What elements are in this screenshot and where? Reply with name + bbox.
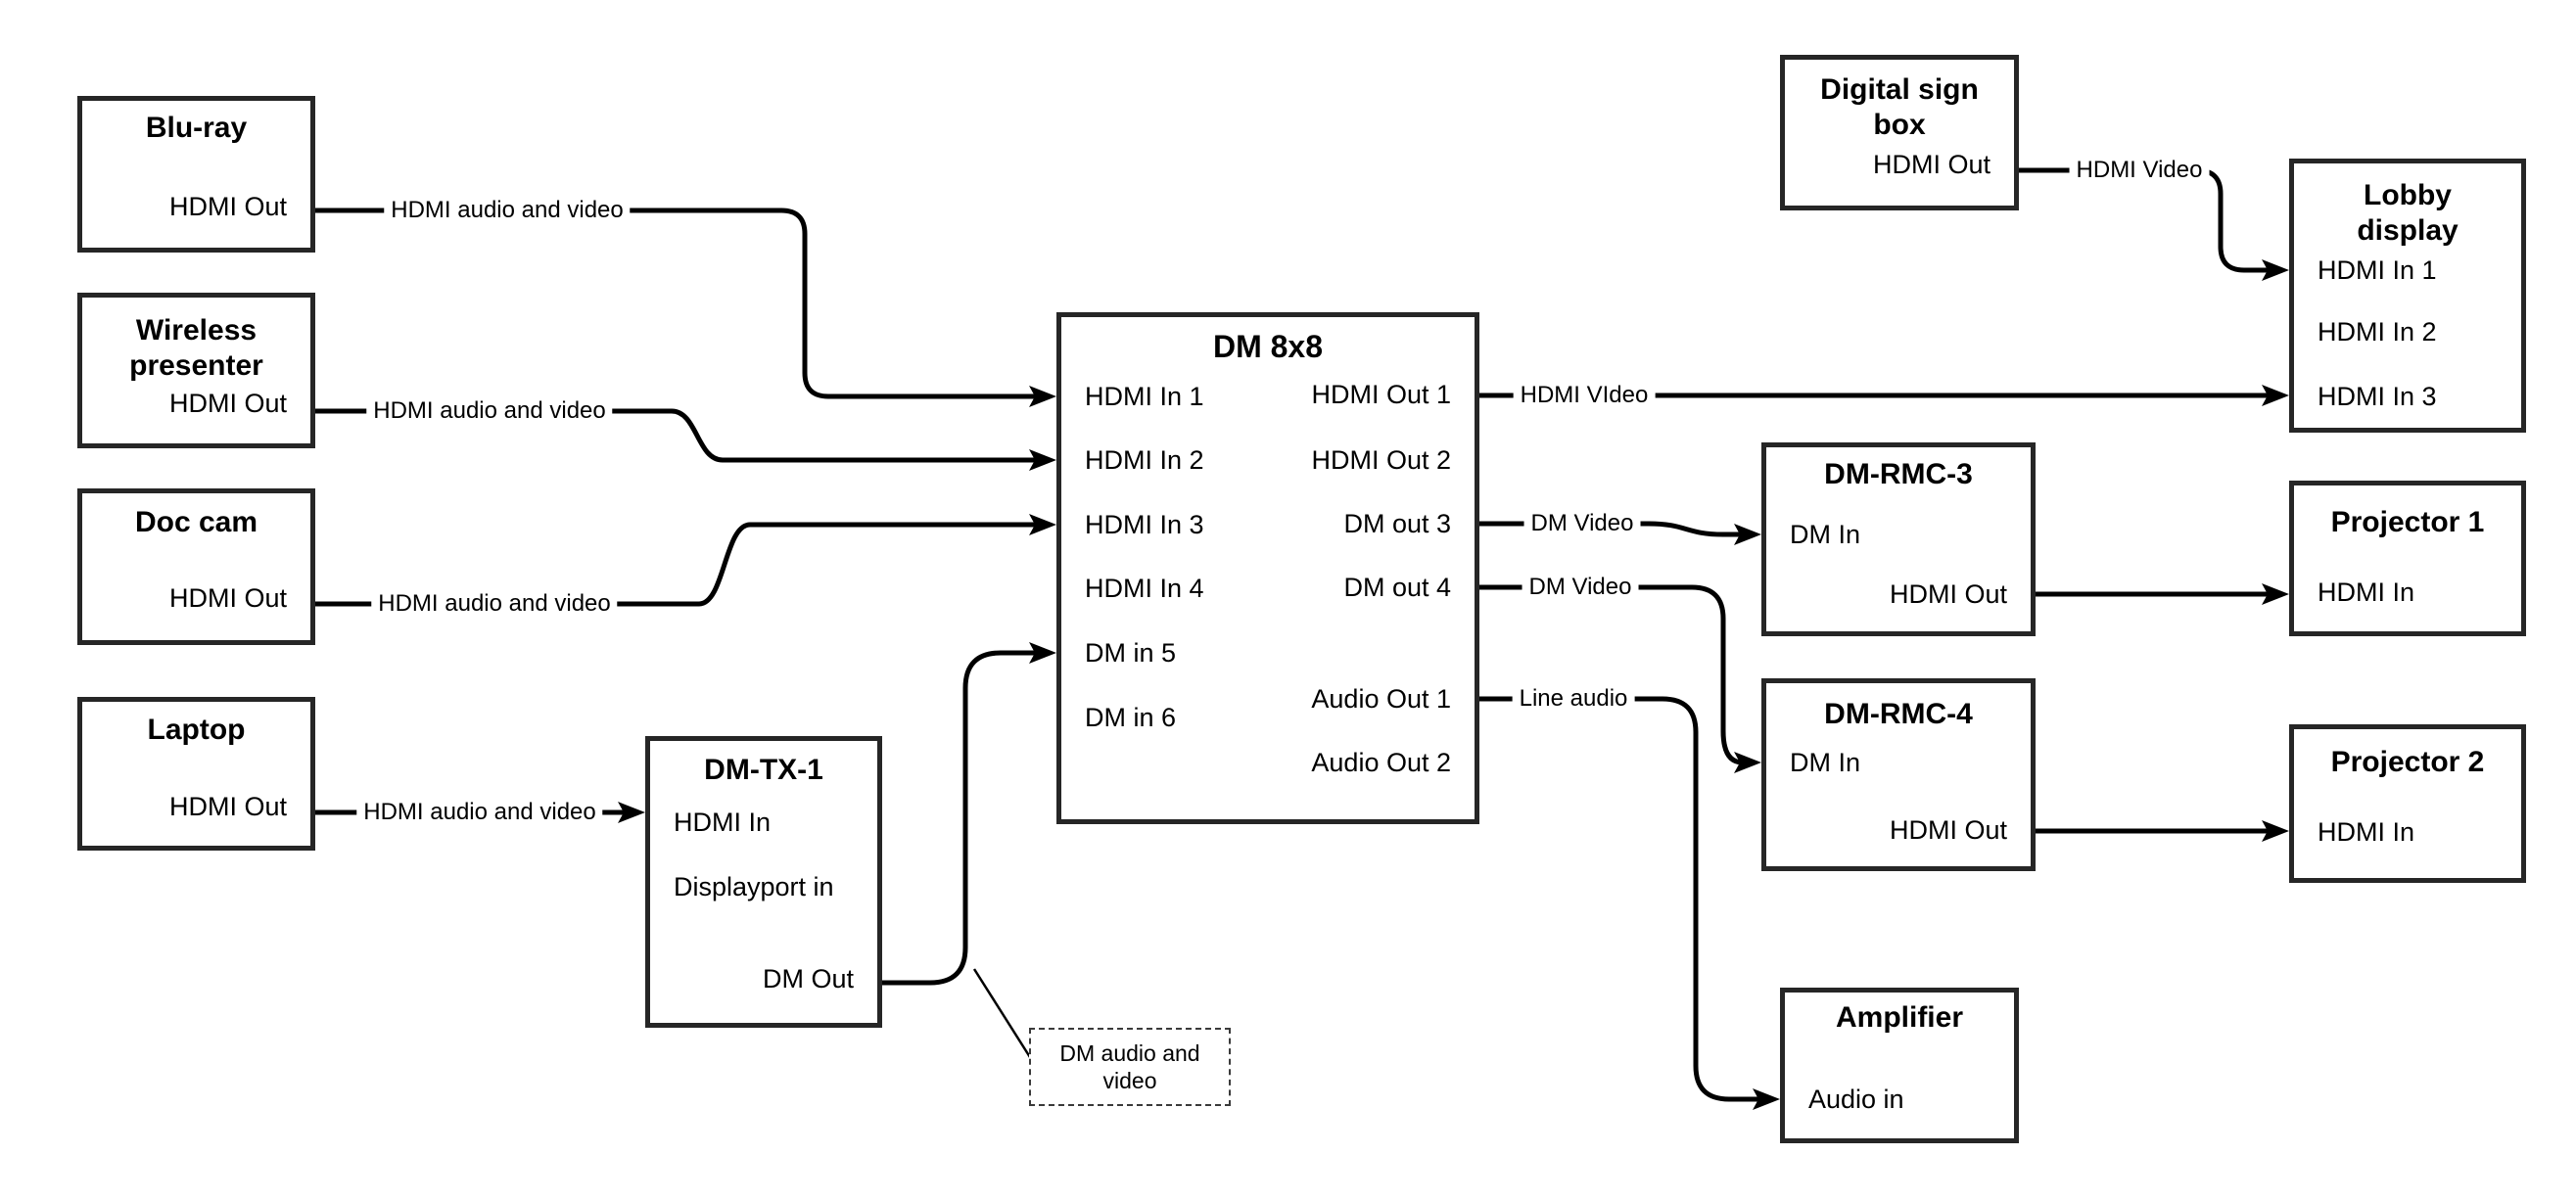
arrowhead — [2262, 820, 2289, 842]
arrowhead — [1753, 1088, 1780, 1110]
arrowhead — [1734, 524, 1761, 545]
port-hdmi-in: HDMI In — [674, 808, 772, 837]
port-hdmi-in-2: HDMI In 2 — [2318, 317, 2437, 346]
port-dm-in-5: DM in 5 — [1085, 638, 1177, 668]
node-title: DM-RMC-4 — [1824, 698, 1973, 730]
edge-label-dm-video-2: DM Video — [1522, 574, 1639, 601]
node-title: Digital sign box — [1820, 73, 1979, 141]
node-title: Amplifier — [1835, 1001, 1964, 1034]
port-dm-in: DM In — [1790, 520, 1861, 549]
node-title: DM 8x8 — [1212, 329, 1324, 364]
port-hdmi-in-1: HDMI In 1 — [2318, 255, 2437, 285]
port-dm-in: DM In — [1790, 748, 1861, 777]
node-dm-rmc-3: DM-RMC-3 DM In HDMI Out — [1761, 442, 2036, 636]
annotation-dm-audio-video: DM audio and video — [1029, 1028, 1231, 1106]
port-hdmi-in-3: HDMI In 3 — [1085, 510, 1204, 539]
arrowhead — [618, 802, 645, 823]
port-audio-out-2: Audio Out 2 — [1311, 748, 1451, 777]
arrowhead — [1029, 514, 1056, 535]
port-hdmi-out-1: HDMI Out 1 — [1311, 380, 1451, 409]
arrowhead — [2262, 259, 2289, 281]
edge-label-line-audio: Line audio — [1512, 685, 1635, 713]
port-hdmi-out: HDMI Out — [1889, 579, 2007, 609]
port-dm-in-6: DM in 6 — [1085, 703, 1177, 732]
edge-label-doccam: HDMI audio and video — [371, 590, 618, 618]
node-projector-2: Projector 2 HDMI In — [2289, 724, 2526, 883]
edge-wireless-dm8x8 — [315, 408, 1036, 463]
edge-digitalsign-lobby — [2019, 167, 2270, 273]
node-dm-tx-1: DM-TX-1 HDMI In Displayport in DM Out — [645, 736, 882, 1028]
edge-dmout3-rmc3 — [1479, 521, 1742, 537]
node-digital-sign-box: Digital sign box HDMI Out — [1780, 55, 2019, 210]
port-displayport-in: Displayport in — [674, 872, 834, 901]
node-dm-rmc-4: DM-RMC-4 DM In HDMI Out — [1761, 678, 2036, 871]
edge-dmtx1-dm8x8 — [882, 650, 1036, 986]
port-hdmi-out-2: HDMI Out 2 — [1311, 445, 1451, 475]
edge-label-wireless: HDMI audio and video — [366, 397, 613, 425]
edge-label-bluray: HDMI audio and video — [384, 197, 631, 224]
edge-label-hdmi-video-1: HDMI VIdeo — [1513, 382, 1656, 409]
port-hdmi-in-4: HDMI In 4 — [1085, 574, 1204, 603]
edge-label-dm-video-1: DM Video — [1523, 510, 1641, 537]
arrowhead — [2262, 583, 2289, 605]
port-hdmi-out: HDMI Out — [168, 192, 287, 221]
node-title: DM-TX-1 — [704, 754, 823, 786]
edge-doccam-dm8x8 — [315, 522, 1036, 607]
node-title: Doc cam — [134, 506, 258, 538]
node-title: Wireless presenter — [129, 314, 263, 382]
port-hdmi-out: HDMI Out — [168, 389, 287, 418]
node-amplifier: Amplifier Audio in — [1780, 988, 2019, 1143]
arrowhead — [1029, 449, 1056, 471]
port-hdmi-out: HDMI Out — [1872, 150, 1991, 179]
annotation-callout-line — [972, 968, 1037, 1066]
node-title: Blu-ray — [145, 112, 248, 144]
port-hdmi-in-1: HDMI In 1 — [1085, 382, 1204, 411]
port-hdmi-out: HDMI Out — [1889, 815, 2007, 845]
port-dm-out-4: DM out 4 — [1343, 573, 1451, 602]
node-projector-1: Projector 1 HDMI In — [2289, 481, 2526, 636]
node-blu-ray: Blu-ray HDMI Out — [77, 96, 315, 253]
port-hdmi-out: HDMI Out — [168, 583, 287, 613]
arrowhead — [1734, 752, 1761, 773]
edge-label-hdmi-video-2: HDMI Video — [2069, 157, 2210, 184]
node-title: Lobby display — [2357, 179, 2459, 247]
arrowhead — [2262, 385, 2289, 406]
edge-label-laptop: HDMI audio and video — [356, 799, 603, 826]
port-audio-out-1: Audio Out 1 — [1311, 684, 1451, 714]
node-title: Projector 1 — [2330, 506, 2485, 538]
port-dm-out: DM Out — [762, 964, 854, 993]
port-hdmi-in-3: HDMI In 3 — [2318, 382, 2437, 411]
arrowhead — [1029, 386, 1056, 407]
node-title: DM-RMC-3 — [1824, 458, 1973, 490]
port-hdmi-in-2: HDMI In 2 — [1085, 445, 1204, 475]
node-title: Laptop — [147, 714, 246, 746]
node-lobby-display: Lobby display HDMI In 1 HDMI In 2 HDMI I… — [2289, 159, 2526, 433]
edge-bluray-dm8x8 — [315, 208, 1036, 399]
port-hdmi-in: HDMI In — [2318, 577, 2415, 607]
port-dm-out-3: DM out 3 — [1343, 509, 1451, 538]
port-audio-in: Audio in — [1808, 1085, 1904, 1114]
edge-audioout1-amp — [1479, 696, 1760, 1102]
node-doc-cam: Doc cam HDMI Out — [77, 488, 315, 645]
edge-dmout4-rmc4 — [1479, 584, 1744, 765]
arrowhead — [1029, 642, 1056, 664]
node-dm-8x8: DM 8x8 HDMI In 1 HDMI In 2 HDMI In 3 HDM… — [1056, 312, 1479, 824]
port-hdmi-in: HDMI In — [2318, 817, 2415, 847]
node-title: Projector 2 — [2330, 746, 2485, 778]
port-hdmi-out: HDMI Out — [168, 792, 287, 821]
node-laptop: Laptop HDMI Out — [77, 697, 315, 851]
node-wireless-presenter: Wireless presenter HDMI Out — [77, 293, 315, 448]
